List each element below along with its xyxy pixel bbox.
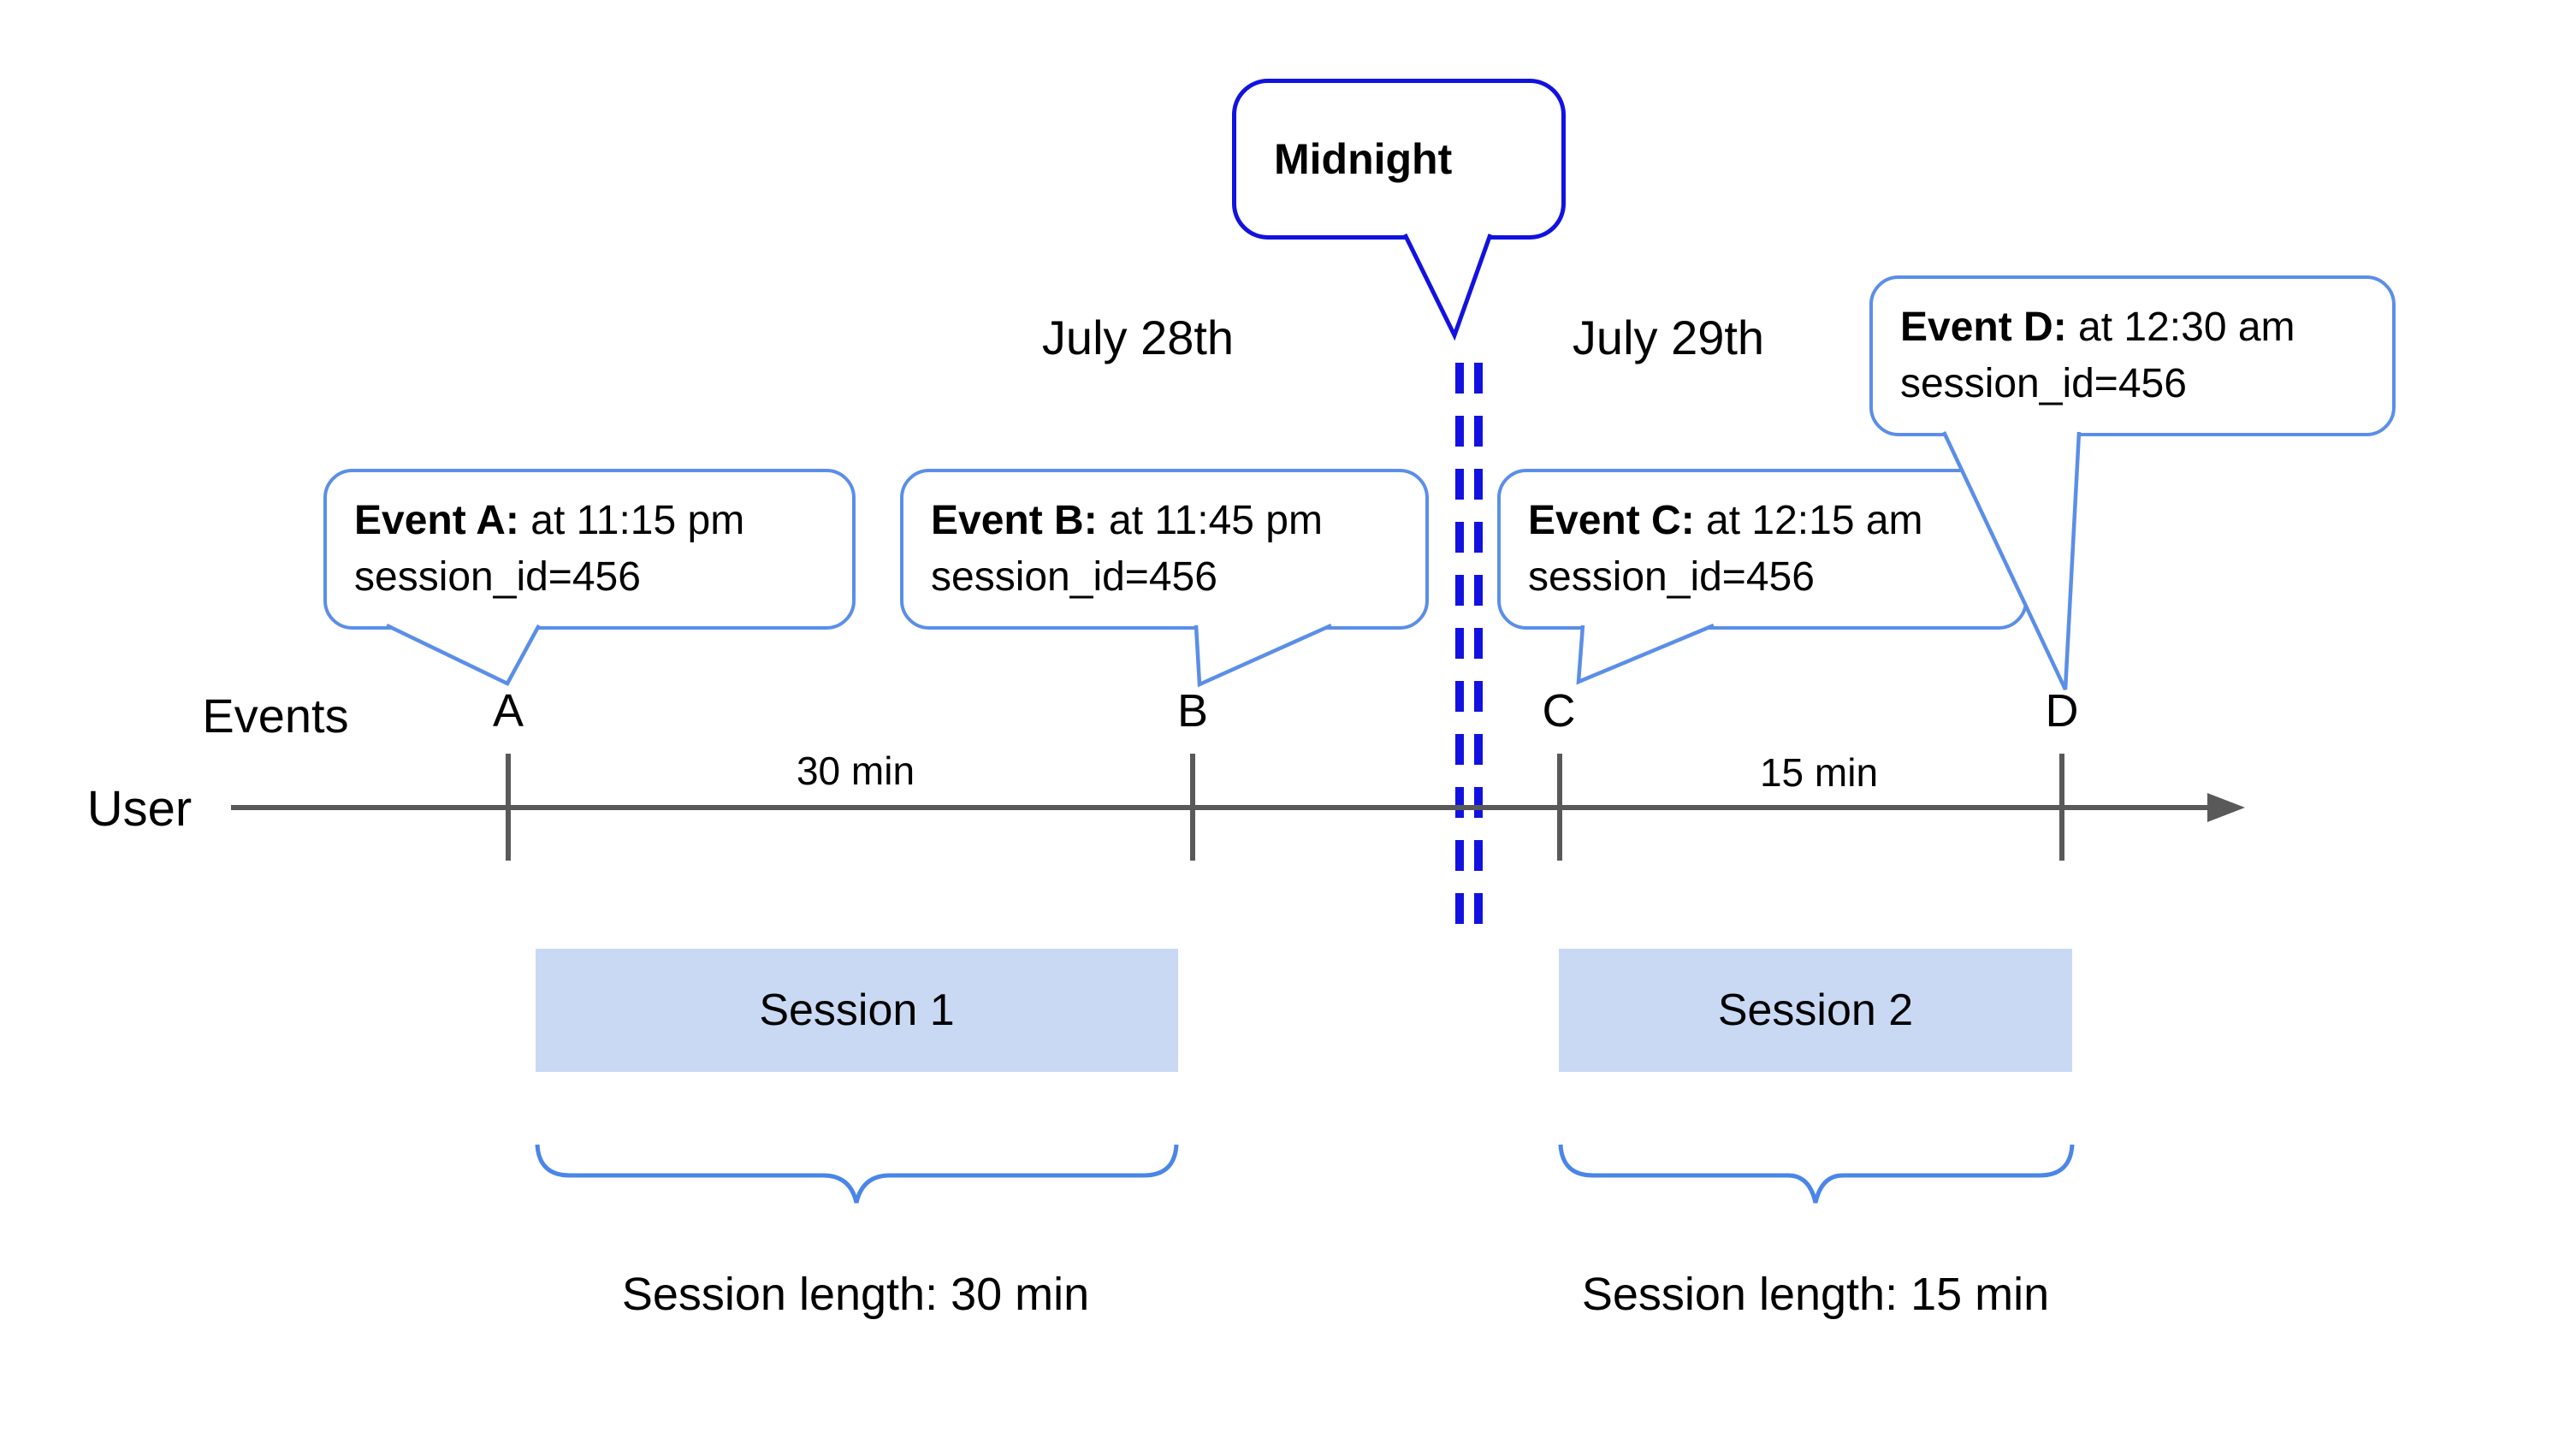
date-label-july-29: July 29th (1572, 311, 1765, 364)
timeline-arrowhead-icon (2207, 793, 2245, 822)
interval-label-15min: 15 min (1759, 750, 1879, 795)
midnight-callout-tail (1402, 233, 1493, 341)
tick-label-a: A (492, 685, 524, 737)
event-a-tail (386, 623, 541, 686)
events-axis-label: Events (202, 689, 349, 743)
session1-label: Session 1 (759, 985, 955, 1035)
session2-box: Session 2 (1559, 949, 2072, 1072)
midnight-callout: Midnight (1232, 79, 1566, 240)
interval-label-30min: 30 min (796, 749, 915, 793)
event-b-session-id: session_id=456 (931, 554, 1217, 600)
event-a-session-id: session_id=456 (354, 554, 641, 600)
event-a-line1: Event A: at 11:15 pm (354, 498, 745, 543)
event-b-line1: Event B: at 11:45 pm (931, 498, 1323, 543)
event-c-session-id: session_id=456 (1528, 554, 1815, 600)
midnight-label: Midnight (1274, 135, 1453, 183)
event-d-line1: Event D: at 12:30 am (1900, 305, 2295, 350)
session1-length-label: Session length: 30 min (621, 1269, 1090, 1320)
event-c-callout: Event C: at 12:15 am session_id=456 (1497, 469, 2028, 630)
event-b-tail (1194, 623, 1332, 688)
session2-label: Session 2 (1717, 985, 1914, 1035)
date-label-july-28: July 28th (1041, 311, 1235, 364)
event-a-callout: Event A: at 11:15 pm session_id=456 (323, 469, 856, 630)
session1-brace (535, 1144, 1179, 1204)
tick-label-d: D (2045, 685, 2079, 737)
session1-box: Session 1 (536, 949, 1178, 1072)
tick-label-b: B (1176, 685, 1209, 737)
user-axis-label: User (86, 781, 193, 837)
event-c-line1: Event C: at 12:15 am (1528, 498, 1923, 543)
event-c-tail (1576, 623, 1715, 685)
event-d-callout: Event D: at 12:30 am session_id=456 (1869, 275, 2396, 436)
event-d-session-id: session_id=456 (1900, 361, 2187, 406)
session2-brace (1558, 1144, 2075, 1204)
session2-length-label: Session length: 15 min (1581, 1269, 2050, 1320)
tick-label-c: C (1542, 685, 1576, 737)
event-b-callout: Event B: at 11:45 pm session_id=456 (900, 469, 1429, 630)
